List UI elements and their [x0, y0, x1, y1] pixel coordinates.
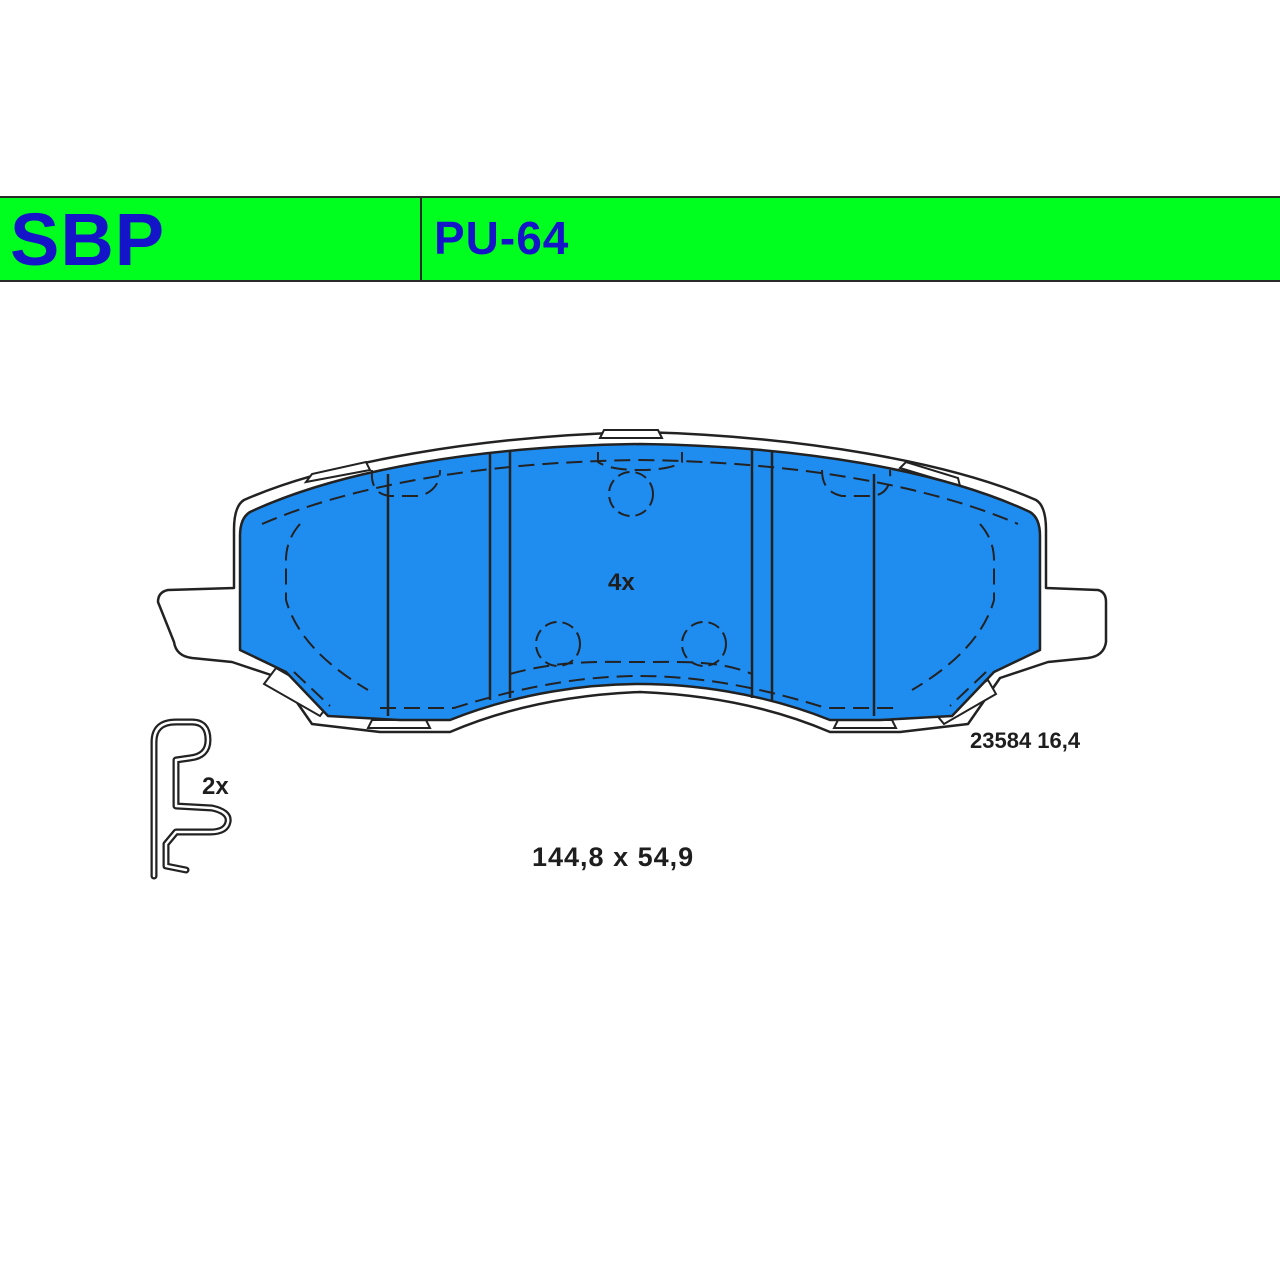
hidden-contours — [261, 452, 1019, 709]
pad-quantity: 4x — [608, 569, 635, 596]
piston-marks — [535, 471, 727, 667]
brand-logo: SBP — [10, 198, 166, 281]
header-bar: SBP PU-64 — [0, 196, 1280, 282]
friction-slots — [386, 450, 876, 716]
header-divider — [420, 198, 422, 280]
friction-material — [238, 442, 1042, 722]
anti-rattle-clip-inner — [152, 720, 230, 878]
clip-quantity: 2x — [202, 773, 229, 800]
reference-code: 23584 16,4 — [970, 728, 1081, 753]
pad-dimensions: 144,8 x 54,9 — [532, 842, 695, 872]
part-number: PU-64 — [434, 212, 570, 264]
